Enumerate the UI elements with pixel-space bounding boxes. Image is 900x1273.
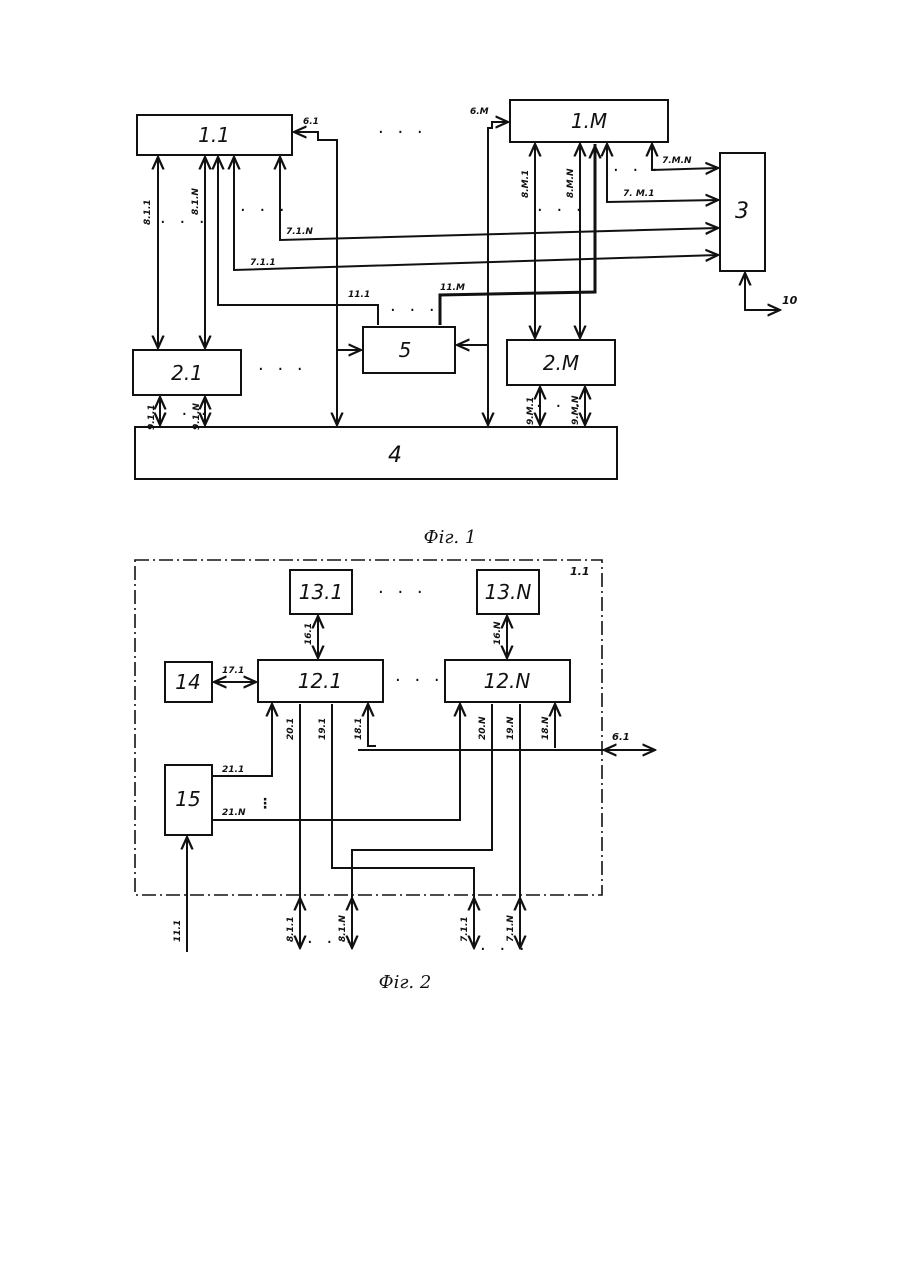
block-12-N: 12.N [445, 660, 570, 702]
label-18-1: 18.1 [354, 718, 364, 740]
ellipsis-7-f2: · · · [480, 939, 529, 960]
label-6-M: 6.М [470, 107, 489, 117]
label-9-1-1: 9.1.1 [147, 404, 157, 430]
label-7-1-1: 7.1.1 [250, 258, 276, 268]
block-13-1-label: 13.1 [299, 580, 344, 604]
figure-1-caption: Фiг. 1 [424, 527, 477, 548]
block-12-N-label: 12.N [484, 669, 531, 693]
label-19-N: 19.N [506, 716, 516, 740]
block-2-M: 2.М [507, 340, 615, 385]
block-2-M-label: 2.М [543, 351, 579, 375]
label-7-1-N: 7.1.N [286, 227, 313, 237]
ellipsis-12: · · · [395, 670, 444, 691]
ellipsis-9-1: · · · [162, 404, 211, 425]
label-8-1-N: 8.1.N [191, 188, 201, 215]
block-2-1-label: 2.1 [171, 361, 203, 385]
bus-21-N [212, 704, 460, 820]
ellipsis-top: · · · [378, 122, 427, 143]
block-13-1: 13.1 [290, 570, 352, 614]
block-14: 14 [165, 662, 212, 702]
label-9-M-1: 9.М.1 [526, 397, 536, 425]
block-15: 15 [165, 765, 212, 835]
label-8-1-1: 8.1.1 [143, 199, 153, 225]
block-13-N: 13.N [477, 570, 539, 614]
label-20-N: 20.N [478, 716, 488, 740]
block-13-N-label: 13.N [485, 580, 532, 604]
label-18-N: 18.N [541, 716, 551, 740]
label-21-N: 21.N [222, 808, 246, 818]
block-3: 3 [720, 153, 765, 271]
block-4: 4 [135, 427, 617, 479]
label-7-M-N: 7.М.N [662, 156, 692, 166]
label-16-1: 16.1 [304, 623, 314, 645]
label-17-1: 17.1 [222, 666, 244, 676]
label-16-N: 16.N [493, 621, 503, 645]
bus-10 [745, 273, 780, 310]
bus-6-1 [294, 132, 337, 425]
frame-label: 1.1 [570, 565, 590, 578]
figure-2-caption: Фiг. 2 [379, 972, 432, 993]
block-14-label: 14 [175, 670, 200, 694]
block-1-M-label: 1.М [571, 109, 607, 133]
label-6-1-f2: 6.1 [612, 732, 630, 743]
block-12-1-label: 12.1 [298, 669, 343, 693]
label-7-1-N-f2: 7.1.N [506, 915, 516, 942]
block-15-label: 15 [175, 787, 200, 811]
bus-6-M [488, 122, 508, 425]
ellipsis-8-1: · · · [160, 212, 209, 233]
block-5-label: 5 [399, 338, 412, 362]
label-9-1-N: 9.1.N [192, 403, 202, 430]
block-1-1-label: 1.1 [198, 123, 230, 147]
block-1-1: 1.1 [137, 115, 292, 155]
ellipsis-2: · · · [258, 359, 307, 380]
label-11-1: 11.1 [348, 290, 370, 300]
ellipsis-8-f2: · · · [307, 932, 356, 953]
ellipsis-13: · · · [378, 582, 427, 603]
label-6-1: 6.1 [303, 117, 319, 127]
label-10: 10 [782, 294, 798, 307]
ellipsis-21: ⋮ [258, 796, 272, 812]
bus-20-N [352, 704, 492, 948]
label-11-M: 11.М [440, 283, 465, 293]
figure-2: 1.1 13.1 13.N · · · 12.1 12.N · · · 14 1… [135, 560, 655, 993]
block-1-M: 1.М [510, 100, 668, 142]
block-12-1: 12.1 [258, 660, 383, 702]
label-19-1: 19.1 [318, 718, 328, 740]
label-8-M-N: 8.М.N [566, 168, 576, 198]
label-8-M-1: 8.М.1 [521, 170, 531, 198]
label-20-1: 20.1 [286, 718, 296, 740]
label-9-M-N: 9.М.N [571, 395, 581, 425]
block-3-label: 3 [735, 199, 749, 224]
block-2-1: 2.1 [133, 350, 241, 395]
ellipsis-7-1: · · · [240, 200, 289, 221]
label-7-M-1: 7. М.1 [623, 189, 654, 199]
figure-1: 1.1 1.М 3 5 2.1 2.М 4 · · · · · · · · · [133, 100, 798, 548]
label-11-1-f2: 11.1 [173, 920, 183, 942]
label-21-1: 21.1 [222, 765, 244, 775]
block-5: 5 [363, 327, 455, 373]
block-4-label: 4 [388, 443, 402, 468]
ellipsis-11: · · · [390, 300, 439, 321]
label-7-1-1-f2: 7.1.1 [460, 916, 470, 942]
ellipsis-8-M: · · · [537, 200, 586, 221]
bus-18-1 [368, 704, 376, 746]
label-8-1-1-f2: 8.1.1 [286, 916, 296, 942]
